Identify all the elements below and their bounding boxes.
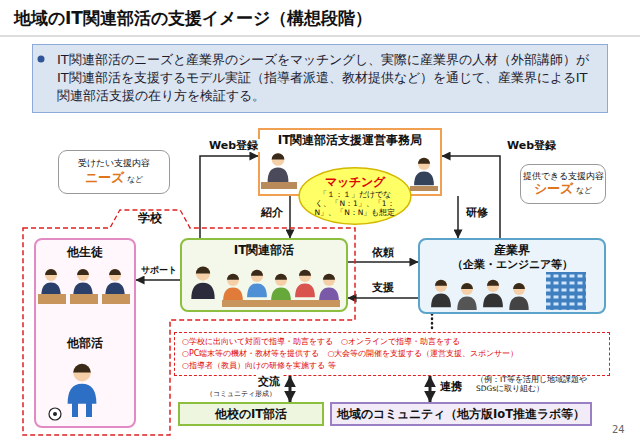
node-text: 他部活 [67,336,103,351]
arrow-connector [429,376,432,402]
edge-label: サポート [139,265,179,276]
seeds-callout: 提供できる支援内容シーズなど [520,164,606,204]
note-label: （コミュニティ形成） [206,390,276,398]
node-text: 地域のコミュニティ（地方版IoT推進ラボ等） [337,407,585,421]
other-school-box: 他校のIT部活 [178,402,324,426]
arrow-connector [289,376,292,402]
node-text: IT関連部活 [234,243,295,258]
node-text: など [576,186,592,196]
edge-label: 紹介 [259,206,285,219]
industry-box: 産業界（企業・エンジニア等） [418,238,606,314]
edge-label: Web登録 [207,139,260,152]
node-text: シーズ [534,181,573,197]
node-text: など [127,175,143,185]
arrow-connector [348,261,418,263]
node-text: IT関連部活支援運営事務局 [278,133,423,148]
building [546,272,586,310]
node-text: ニーズ [85,170,124,186]
node-text: ○オンラインで指導・助言をする [341,337,460,347]
intro-box: IT関連部活のニーズと産業界のシーズをマッチングし、実際に産業界の人材（外部講師… [32,44,608,113]
note-label: （例：IT等を活用し地域課題やSDGsに取り組む） [476,375,604,393]
edge-label: 連携 [438,380,464,393]
needs-callout: 受けたい支援内容ニーズなど [58,150,170,194]
node-text: ○学校に出向いて対面で指導・助言をする [182,337,333,347]
edge-label: 支援 [370,281,396,294]
arrow-connector [442,156,500,238]
edge-label: 交流 [256,375,282,388]
title-rule [0,36,640,37]
other-students-box: 他生徒他部活 [34,238,136,428]
node-text: 他生徒 [67,245,103,260]
node-text: 受けたい支援内容 [62,158,166,169]
node-text: 他校のIT部活 [215,407,287,421]
node-text: ○PC端末等の機材・教材等を提供する [182,349,319,359]
dotted-connector [431,314,434,332]
page-number: 24 [612,424,625,436]
engineers [431,272,586,310]
node-text: 産業界 [494,243,530,258]
arrow-connector [457,196,459,238]
edge-label: Web登録 [505,139,558,152]
node-text: 提供できる支援内容 [523,171,604,182]
community-box: 地域のコミュニティ（地方版IoT推進ラボ等） [330,402,592,426]
arrow-connector [348,297,418,299]
edge-label: 研修 [464,206,490,219]
matching-ellipse: マッチング「１：１」だけでなく、「N：1」、「1：N」、「N：N」も想定 [298,166,412,226]
node-text: （企業・エンジニア等） [452,258,573,272]
node-text: ○指導者（教員）向けの研修を実施する 等 [182,361,336,371]
edge-label: 依頼 [370,246,396,259]
club-members [191,266,340,307]
node-text: マッチング [325,175,385,190]
node-text: ○大会等の開催を支援する（運営支援、スポンサー） [327,349,518,359]
club-box: IT関連部活 [180,238,348,312]
node-text: 「１：１」だけでなく、「N：1」、「1：N」、「N：N」も想定 [312,190,398,217]
diagram-title: 地域のIT関連部活の支援イメージ（構想段階） [14,7,372,30]
arrow-connector [136,279,180,281]
bullet [38,56,45,63]
arrow-connector [200,156,258,238]
arrow-connector [289,196,291,238]
node-text: IT関連部活のニーズと産業界のシーズをマッチングし、実際に産業界の人材（外部講師… [57,51,597,106]
office-staff [261,153,438,191]
node-text: 学校 [120,211,180,226]
support-list-box: ○学校に出向いて対面で指導・助言をする ○オンラインで指導・助言をする ○PC端末等… [174,332,610,376]
students [38,269,130,304]
soccer-player [49,364,96,420]
